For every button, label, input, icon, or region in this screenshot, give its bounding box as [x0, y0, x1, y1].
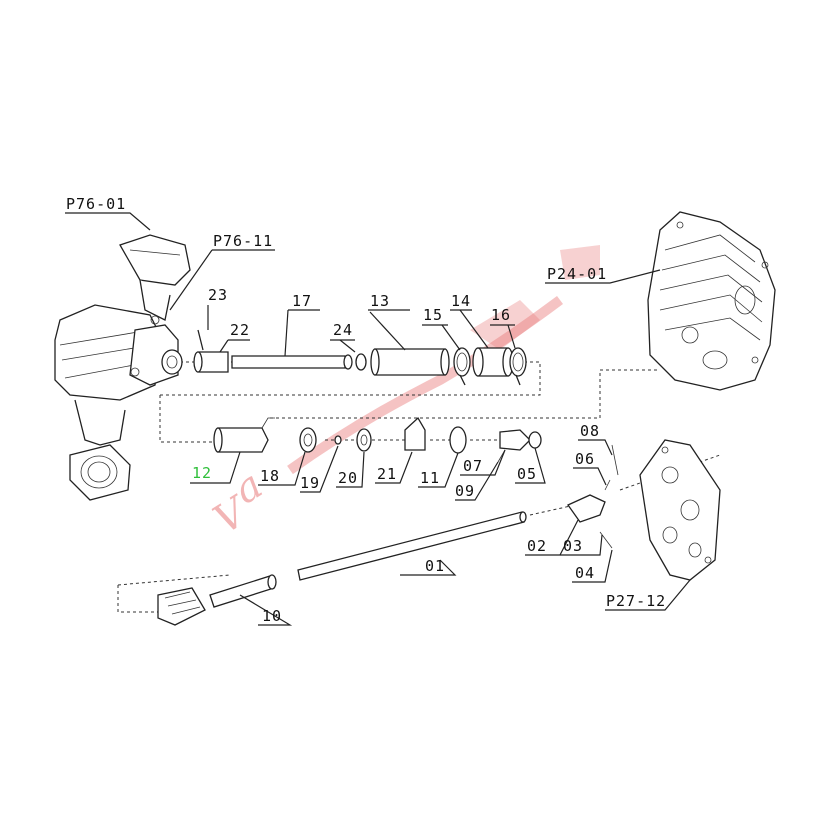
housing-p76-01 [54, 234, 191, 501]
label-22: 22 [230, 321, 250, 339]
label-p27-12: P27-12 [606, 592, 666, 610]
label-04: 04 [575, 564, 595, 582]
label-08: 08 [580, 422, 600, 440]
label-15: 15 [423, 306, 443, 324]
cover-plate-p27-12 [639, 439, 721, 581]
drive-shaft-lower [157, 444, 619, 626]
label-17: 17 [292, 292, 312, 310]
watermark: V a [206, 245, 600, 543]
label-03: 03 [563, 537, 583, 555]
label-12: 12 [192, 464, 212, 482]
label-19: 19 [300, 474, 320, 492]
label-10: 10 [262, 607, 282, 625]
leader-lines [65, 212, 691, 626]
part-labels: P76-01 P76-11 23 22 17 24 13 15 14 16 P2… [66, 195, 666, 625]
label-20: 20 [338, 469, 358, 487]
label-16: 16 [491, 306, 511, 324]
label-07: 07 [463, 457, 483, 475]
label-01: 01 [425, 557, 445, 575]
label-p76-01: P76-01 [66, 195, 126, 213]
shaft-assembly-upper [193, 329, 527, 386]
label-23: 23 [208, 286, 228, 304]
label-05: 05 [517, 465, 537, 483]
label-24: 24 [333, 321, 353, 339]
label-21: 21 [377, 465, 397, 483]
label-11: 11 [420, 469, 440, 487]
label-p76-11: P76-11 [213, 232, 273, 250]
label-18: 18 [260, 467, 280, 485]
label-02: 02 [527, 537, 547, 555]
label-p24-01: P24-01 [547, 265, 607, 283]
label-06: 06 [575, 450, 595, 468]
label-14: 14 [451, 292, 471, 310]
gearbox-p24-01 [647, 211, 776, 391]
shaft-assembly-middle [213, 416, 542, 463]
label-13: 13 [370, 292, 390, 310]
label-09: 09 [455, 482, 475, 500]
